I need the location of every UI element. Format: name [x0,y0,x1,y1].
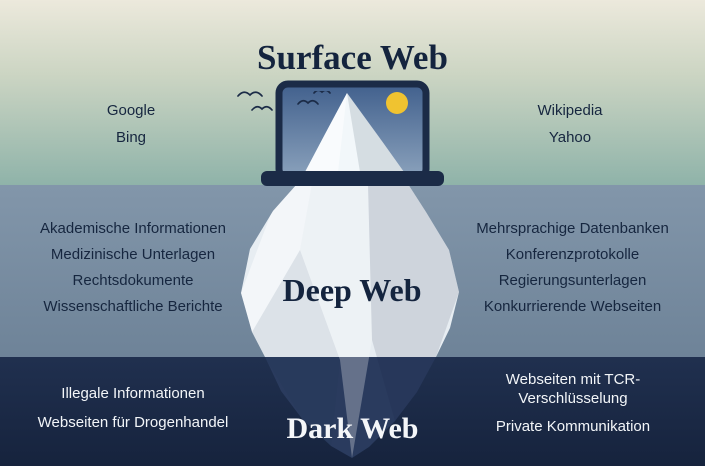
label-rechtsdokumente: Rechtsdokumente [72,272,194,289]
deep-web-title: Deep Web [282,271,422,308]
label-webseiten-drogenhandel: Webseiten für Drogenhandel [37,414,229,431]
laptop-base [261,171,444,186]
deep-left-labels: Akademische Informationen Medizinische U… [23,220,243,316]
iceberg-icon [241,184,459,458]
surface-web-title: Surface Web [257,38,448,78]
label-bing: Bing [115,129,147,146]
label-konferenzprotokolle: Konferenzprotokolle [505,246,640,263]
label-illegale-informationen: Illegale Informationen [61,385,205,402]
label-wissenschaftliche-berichte: Wissenschaftliche Berichte [43,298,223,315]
label-akademische-informationen: Akademische Informationen [40,220,226,237]
dark-web-title: Dark Web [286,411,419,445]
label-medizinische-unterlagen: Medizinische Unterlagen [50,246,216,263]
surface-right-labels: Wikipedia Yahoo [495,102,645,147]
dark-left-labels: Illegale Informationen Webseiten für Dro… [23,385,243,432]
bird-icon [237,91,273,111]
bird-icon [297,99,319,105]
label-regierungsunterlagen: Regierungsunterlagen [498,272,647,289]
label-yahoo: Yahoo [548,129,592,146]
label-private-kommunikation: Private Kommunikation [495,417,651,435]
label-konkurrierende-webseiten: Konkurrierende Webseiten [483,298,662,315]
dark-right-labels: Webseiten mit TCR-Verschlüsselung Privat… [488,371,658,436]
label-tcr-verschluesselung: Webseiten mit TCR-Verschlüsselung [505,371,641,407]
surface-left-labels: Google Bing [56,102,206,147]
label-mehrsprachige-datenbanken: Mehrsprachige Datenbanken [476,220,669,237]
label-google: Google [106,102,156,119]
laptop-icon [261,80,444,186]
label-wikipedia: Wikipedia [537,102,603,119]
sun-icon [386,92,408,114]
deep-right-labels: Mehrsprachige Datenbanken Konferenzproto… [460,220,685,316]
bird-icon [313,91,331,94]
